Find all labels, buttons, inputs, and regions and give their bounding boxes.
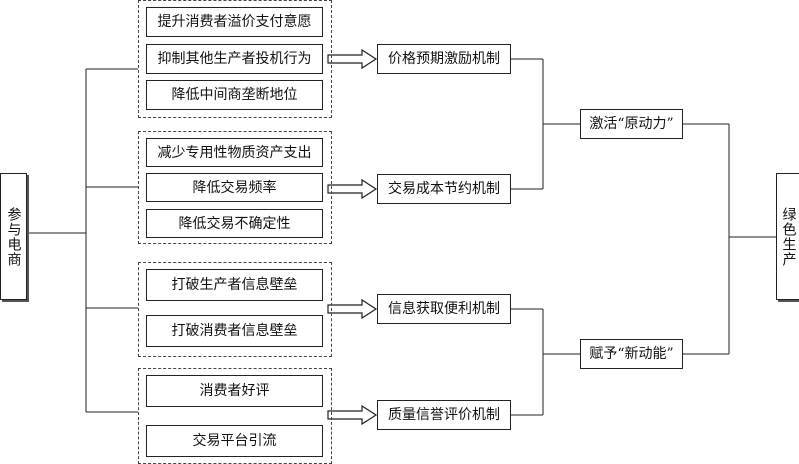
group-3-item-1-label: 打破生产者信息壁垒 bbox=[171, 277, 298, 293]
group-4-item-1-label: 消费者好评 bbox=[199, 383, 270, 399]
outcome-2-box: 赋予“新动能” bbox=[580, 339, 683, 369]
group-1-item-2: 抑制其他生产者投机行为 bbox=[146, 44, 323, 74]
group-4-item-2: 交易平台引流 bbox=[146, 425, 323, 457]
group-1-container bbox=[138, 0, 332, 118]
mechanism-4-box: 质量信誉评价机制 bbox=[377, 400, 511, 430]
group-1-item-1: 提升消费者溢价支付意愿 bbox=[146, 7, 323, 37]
group-3-item-2: 打破消费者信息壁垒 bbox=[146, 315, 323, 347]
outcome-1-box: 激活“原动力” bbox=[580, 109, 683, 139]
group-2-item-3: 降低交易不确定性 bbox=[146, 209, 323, 238]
right-node-label: 绿色生产 bbox=[780, 206, 797, 267]
left-node: 参与电商 bbox=[0, 173, 27, 300]
arrow-1-icon bbox=[327, 48, 378, 70]
group-2-item-1-label: 减少专用性物质资产支出 bbox=[157, 144, 312, 161]
group-2-container bbox=[138, 131, 332, 244]
mechanism-2-box: 交易成本节约机制 bbox=[377, 174, 511, 204]
group-4-item-2-label: 交易平台引流 bbox=[192, 433, 277, 449]
group-3-container bbox=[138, 262, 332, 357]
group-1-item-1-label: 提升消费者溢价支付意愿 bbox=[157, 14, 312, 30]
mechanism-3-box: 信息获取便利机制 bbox=[377, 294, 511, 324]
outcome-1-label: 激活“原动力” bbox=[589, 116, 674, 132]
mechanism-1-label: 价格预期激励机制 bbox=[388, 51, 500, 67]
arrow-4-icon bbox=[327, 404, 378, 426]
mechanism-2-label: 交易成本节约机制 bbox=[388, 181, 500, 197]
left-node-label: 参与电商 bbox=[5, 206, 22, 267]
arrow-2-icon bbox=[327, 178, 378, 200]
group-2-item-2-label: 降低交易频率 bbox=[192, 179, 277, 196]
group-3-item-1: 打破生产者信息壁垒 bbox=[146, 269, 323, 301]
mechanism-3-label: 信息获取便利机制 bbox=[388, 301, 500, 317]
outcome-2-label: 赋予“新动能” bbox=[589, 346, 674, 362]
group-2-item-1: 减少专用性物质资产支出 bbox=[146, 138, 323, 167]
group-2-item-3-label: 降低交易不确定性 bbox=[178, 215, 291, 232]
right-node: 绿色生产 bbox=[776, 173, 799, 300]
group-1-item-3-label: 降低中间商垄断地位 bbox=[171, 87, 298, 103]
group-1-item-2-label: 抑制其他生产者投机行为 bbox=[157, 51, 312, 67]
mechanism-4-label: 质量信誉评价机制 bbox=[388, 407, 500, 423]
group-2-item-2: 降低交易频率 bbox=[146, 173, 323, 202]
arrow-3-icon bbox=[327, 298, 378, 320]
group-3-item-2-label: 打破消费者信息壁垒 bbox=[171, 323, 298, 339]
mechanism-1-box: 价格预期激励机制 bbox=[377, 44, 511, 74]
group-1-item-3: 降低中间商垄断地位 bbox=[146, 80, 323, 110]
group-4-item-1: 消费者好评 bbox=[146, 375, 323, 407]
